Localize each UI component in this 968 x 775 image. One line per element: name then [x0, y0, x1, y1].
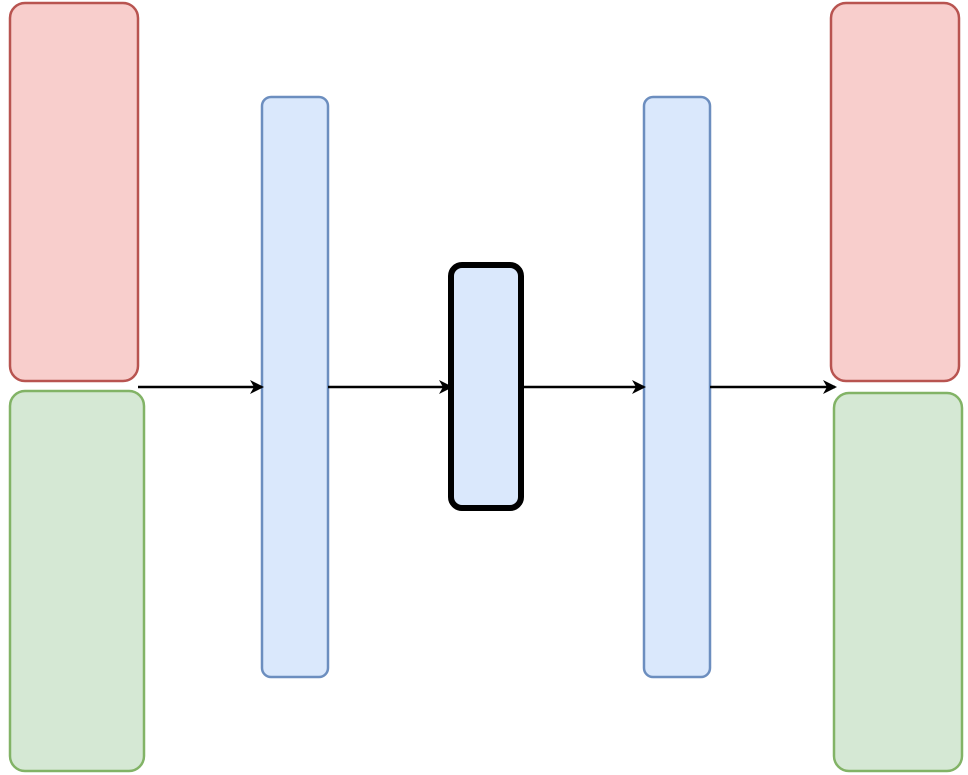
- output-bottom-block: [832, 391, 964, 773]
- encoder-layer: [260, 95, 330, 679]
- output-top-block: [829, 1, 961, 383]
- input-bottom-block: [8, 389, 146, 773]
- bottleneck-layer: [448, 262, 524, 511]
- decoder-layer: [642, 95, 712, 679]
- input-top-block: [8, 1, 140, 383]
